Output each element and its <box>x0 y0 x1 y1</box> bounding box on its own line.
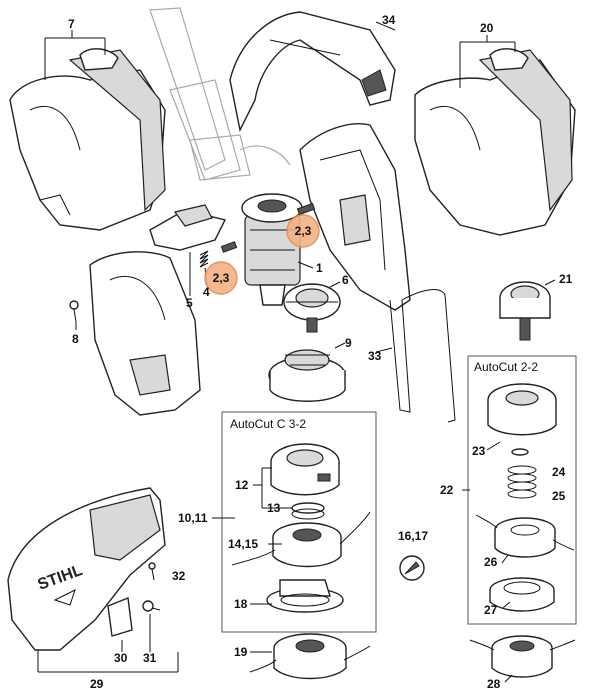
callout-4: 4 <box>203 285 210 299</box>
callout-16-17: 16,17 <box>398 529 428 543</box>
part-6-gear <box>283 283 341 333</box>
callout-12: 12 <box>235 478 249 492</box>
callout-18: 18 <box>234 597 248 611</box>
callout-22: 22 <box>440 483 454 497</box>
callout-31: 31 <box>143 651 157 665</box>
highlight-callout-lower: 2,3 <box>204 261 238 295</box>
leader-lines <box>37 21 556 683</box>
part-18-base-plate <box>266 579 344 613</box>
part-24-washer <box>511 448 529 456</box>
carbon-brushes <box>220 202 316 253</box>
part-28-mowing-head <box>469 635 576 678</box>
callout-6: 6 <box>342 273 349 287</box>
callout-33: 33 <box>368 349 382 363</box>
part-4-spring <box>199 250 209 268</box>
callout-27: 27 <box>484 603 498 617</box>
callout-29: 29 <box>90 677 104 691</box>
svg-text:2,3: 2,3 <box>295 224 312 238</box>
box-autocut-22-title: AutoCut 2-2 <box>474 360 538 374</box>
callout-9: 9 <box>345 336 352 350</box>
callout-23: 23 <box>472 444 486 458</box>
highlight-callout-upper: 2,3 <box>286 214 320 248</box>
part-14-15-spool <box>231 511 371 568</box>
callout-32: 32 <box>172 569 186 583</box>
callout-14-15: 14,15 <box>228 537 258 551</box>
part-7-housing-left <box>9 48 166 231</box>
part-30-plate <box>107 597 133 637</box>
part-9-spool-holder <box>268 349 346 402</box>
part-25-spring <box>507 465 537 499</box>
part-16-17-line-clip <box>399 555 425 581</box>
callout-13: 13 <box>267 501 281 515</box>
callout-21: 21 <box>559 272 573 286</box>
part-19-mowing-head <box>249 633 371 680</box>
callout-20: 20 <box>480 21 494 35</box>
part-26-spool <box>475 514 575 558</box>
callout-25: 25 <box>552 489 566 503</box>
callout-7: 7 <box>68 17 75 31</box>
callout-24: 24 <box>552 465 566 479</box>
part-8-screw <box>69 300 79 323</box>
callout-10-11: 10,11 <box>178 511 208 525</box>
box-autocut-c32-title: AutoCut C 3-2 <box>230 417 306 431</box>
svg-text:2,3: 2,3 <box>213 271 230 285</box>
callout-19: 19 <box>234 645 248 659</box>
callout-26: 26 <box>484 555 498 569</box>
part-13-spring <box>291 502 325 520</box>
part-27-base <box>489 577 555 612</box>
housing-middle-shell <box>299 123 411 311</box>
callout-34: 34 <box>382 13 396 27</box>
callout-30: 30 <box>114 651 128 665</box>
part-29-guard: STIHL <box>7 487 166 651</box>
part-12-spool-cap <box>270 443 340 496</box>
part-21-motor-gear <box>499 281 551 341</box>
callout-1: 1 <box>316 261 323 275</box>
callout-28: 28 <box>487 677 501 691</box>
part-31-screw <box>142 600 161 612</box>
housing-lower-left <box>89 251 201 416</box>
shaft-ghost <box>149 7 291 181</box>
part-33-wire-bow <box>389 289 456 423</box>
part-32-screw <box>148 562 156 581</box>
part-23-spool-cap <box>487 383 557 436</box>
part-5-brush-holder <box>149 204 227 251</box>
callout-labels: 7 34 20 1 6 5 4 8 9 21 33 12 13 10,11 14… <box>68 13 573 691</box>
callout-8: 8 <box>72 332 79 346</box>
part-20-housing-right <box>414 48 576 236</box>
part-1-motor <box>241 193 303 306</box>
box-autocut-c32 <box>221 411 377 633</box>
callout-5: 5 <box>186 296 193 310</box>
part-34-handle-bow <box>229 11 396 133</box>
